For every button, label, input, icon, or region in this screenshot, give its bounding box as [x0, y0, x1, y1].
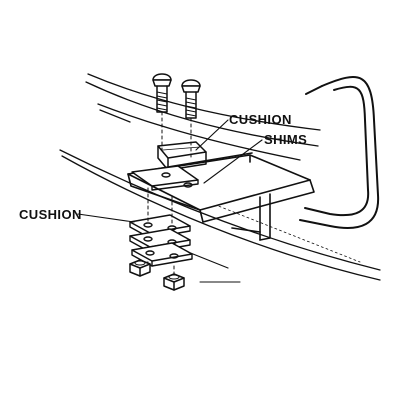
label-cushion-lower: CUSHION: [19, 207, 82, 222]
leader-shims: [203, 139, 263, 184]
hex-nut-right: [163, 273, 185, 291]
leader-cushion-upper: [195, 119, 229, 151]
label-shims: SHIMS: [264, 132, 308, 147]
hex-nut-left: [129, 259, 151, 277]
frame-support-leg: [231, 193, 271, 241]
frame-rail: [127, 152, 315, 223]
label-cushion-upper: CUSHION: [229, 112, 292, 127]
carriage-bolt-right: [181, 79, 201, 159]
leader-shim-stack: [187, 251, 229, 269]
cab-floor-panel: [59, 73, 381, 281]
door-frame: [299, 76, 380, 229]
leader-lines: [77, 119, 263, 283]
carriage-bolt-left: [152, 73, 172, 151]
leader-cushion-lower: [77, 213, 135, 223]
shim-plate-upper: [131, 165, 199, 191]
